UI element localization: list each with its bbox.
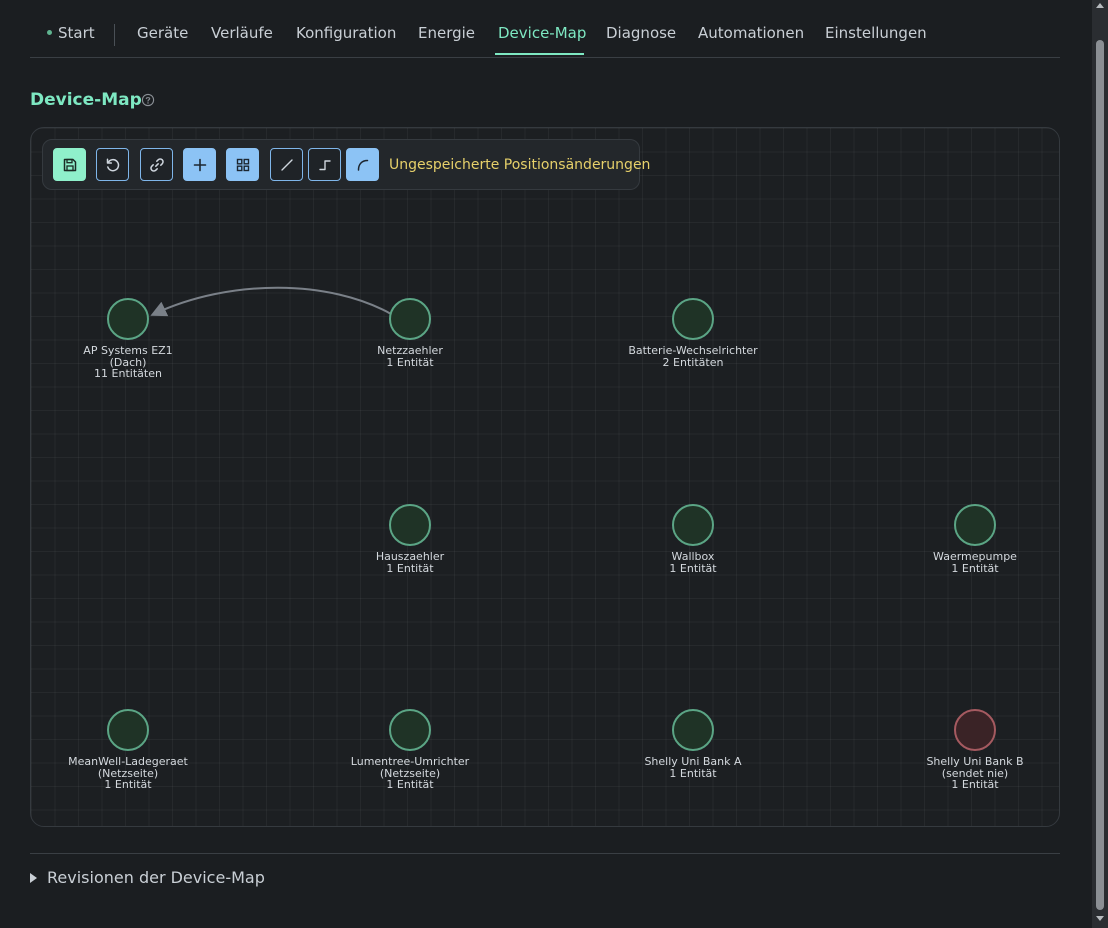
- nav-tab-label: Start: [58, 24, 95, 42]
- device-node-label: Wallbox 1 Entität: [613, 551, 773, 574]
- device-map-canvas[interactable]: Ungespeicherte Positionsänderungen AP Sy…: [30, 127, 1060, 827]
- device-node-label: Batterie-Wechselrichter 2 Entitäten: [613, 345, 773, 368]
- map-toolbar: Ungespeicherte Positionsänderungen: [42, 139, 650, 190]
- nav-separator: [114, 24, 115, 46]
- device-name: Wallbox: [671, 550, 715, 563]
- link-button[interactable]: [140, 148, 173, 181]
- unsaved-changes-status: Ungespeicherte Positionsänderungen: [389, 157, 651, 173]
- device-node[interactable]: Waermepumpe 1 Entität: [895, 504, 1055, 574]
- connections-layer: [150, 286, 392, 317]
- connection-edge[interactable]: [150, 286, 392, 317]
- device-entity-count: 1 Entität: [951, 561, 999, 575]
- nav-tab-automationen[interactable]: Automationen: [698, 24, 805, 42]
- nav-tab-konfiguration[interactable]: Konfiguration: [296, 24, 397, 42]
- device-node-label: Netzzaehler 1 Entität: [330, 345, 490, 368]
- line-curve-button[interactable]: [346, 148, 379, 181]
- scroll-down-arrow-icon[interactable]: [1096, 916, 1104, 921]
- device-node[interactable]: Wallbox 1 Entität: [613, 504, 773, 574]
- revisions-label: Revisionen der Device-Map: [47, 868, 265, 887]
- scrollbar-thumb[interactable]: [1096, 40, 1104, 910]
- device-node[interactable]: Shelly Uni Bank A 1 Entität: [613, 709, 773, 779]
- section-divider: [30, 853, 1060, 854]
- device-node-circle[interactable]: [389, 504, 431, 546]
- device-node-circle[interactable]: [389, 709, 431, 751]
- device-subtitle: (sendet nie): [941, 766, 1009, 780]
- device-node[interactable]: MeanWell-Ladegeraet (Netzseite) 1 Entitä…: [48, 709, 208, 791]
- device-name: Shelly Uni Bank A: [644, 755, 742, 768]
- plus-icon: [193, 158, 206, 171]
- device-node-circle[interactable]: [672, 504, 714, 546]
- device-node-label: Lumentree-Umrichter (Netzseite) 1 Entitä…: [330, 756, 490, 791]
- reset-button[interactable]: [96, 148, 129, 181]
- device-entity-count: 1 Entität: [386, 355, 434, 369]
- device-node-label: Waermepumpe 1 Entität: [895, 551, 1055, 574]
- device-node-label: Shelly Uni Bank B (sendet nie) 1 Entität: [895, 756, 1055, 791]
- scroll-up-arrow-icon[interactable]: [1096, 3, 1104, 8]
- nav-tab-geraete[interactable]: Geräte: [137, 24, 189, 42]
- nav-tab-einstellungen[interactable]: Einstellungen: [825, 24, 927, 42]
- device-name: Lumentree-Umrichter: [350, 755, 470, 768]
- device-name: MeanWell-Ladegeraet: [68, 755, 188, 768]
- scrollbar[interactable]: [1092, 0, 1108, 928]
- device-node-label: MeanWell-Ladegeraet (Netzseite) 1 Entitä…: [48, 756, 208, 791]
- revisions-toggle[interactable]: Revisionen der Device-Map: [30, 868, 265, 887]
- device-entity-count: 1 Entität: [386, 778, 434, 791]
- device-node[interactable]: Lumentree-Umrichter (Netzseite) 1 Entitä…: [330, 709, 490, 791]
- link-icon: [149, 157, 164, 172]
- device-name: AP Systems EZ1: [83, 344, 173, 357]
- device-node-circle[interactable]: [389, 298, 431, 340]
- save-button[interactable]: [53, 148, 86, 181]
- active-tab-indicator: [495, 53, 584, 55]
- device-node[interactable]: Hauszaehler 1 Entität: [330, 504, 490, 574]
- status-dot-icon: [47, 30, 52, 35]
- nav-tab-verlaeufe[interactable]: Verläufe: [211, 24, 273, 42]
- device-node-circle[interactable]: [107, 709, 149, 751]
- top-nav: Start Geräte Verläufe Konfiguration Ener…: [30, 0, 1060, 58]
- device-node-circle[interactable]: [672, 709, 714, 751]
- device-name: Shelly Uni Bank B: [926, 755, 1024, 768]
- help-icon[interactable]: [141, 93, 155, 107]
- line-curve-icon: [357, 159, 368, 171]
- device-entity-count: 11 Entitäten: [94, 367, 162, 380]
- line-straight-icon: [280, 158, 293, 171]
- device-name: Batterie-Wechselrichter: [628, 344, 758, 357]
- nav-tab-energie[interactable]: Energie: [418, 24, 476, 42]
- device-node-circle[interactable]: [954, 504, 996, 546]
- nav-tab-start[interactable]: Start: [47, 24, 95, 42]
- add-node-button[interactable]: [183, 148, 216, 181]
- device-node-circle[interactable]: [107, 298, 149, 340]
- line-step-button[interactable]: [308, 148, 341, 181]
- device-node-circle[interactable]: [954, 709, 996, 751]
- device-node[interactable]: Shelly Uni Bank B (sendet nie) 1 Entität: [895, 709, 1055, 791]
- disclosure-triangle-icon: [30, 873, 37, 883]
- device-node-label: Shelly Uni Bank A 1 Entität: [613, 756, 773, 779]
- nav-tab-device-map[interactable]: Device-Map: [498, 24, 587, 42]
- device-node-circle[interactable]: [672, 298, 714, 340]
- page-title: Device-Map: [30, 90, 142, 110]
- device-name: Netzzaehler: [377, 344, 443, 357]
- nav-tab-diagnose[interactable]: Diagnose: [606, 24, 677, 42]
- line-straight-button[interactable]: [270, 148, 303, 181]
- device-entity-count: 1 Entität: [386, 561, 434, 575]
- device-node-label: AP Systems EZ1 (Dach) 11 Entitäten: [48, 345, 208, 380]
- device-subtitle: (Dach): [109, 355, 147, 369]
- device-node[interactable]: AP Systems EZ1 (Dach) 11 Entitäten: [48, 298, 208, 380]
- device-node-label: Hauszaehler 1 Entität: [330, 551, 490, 574]
- line-step-icon: [318, 159, 331, 170]
- auto-layout-button[interactable]: [226, 148, 259, 181]
- device-node[interactable]: Batterie-Wechselrichter 2 Entitäten: [613, 298, 773, 368]
- device-entity-count: 1 Entität: [669, 561, 717, 575]
- device-entity-count: 1 Entität: [669, 766, 717, 780]
- device-entity-count: 1 Entität: [104, 778, 152, 791]
- grid-icon: [236, 158, 249, 171]
- device-subtitle: (Netzseite): [379, 766, 441, 780]
- device-name: Waermepumpe: [933, 550, 1017, 563]
- reset-icon: [106, 157, 119, 171]
- device-entity-count: 1 Entität: [951, 778, 999, 791]
- device-subtitle: (Netzseite): [97, 766, 159, 780]
- device-entity-count: 2 Entitäten: [662, 355, 724, 369]
- device-node[interactable]: Netzzaehler 1 Entität: [330, 298, 490, 368]
- device-name: Hauszaehler: [375, 550, 445, 563]
- save-icon: [63, 158, 76, 171]
